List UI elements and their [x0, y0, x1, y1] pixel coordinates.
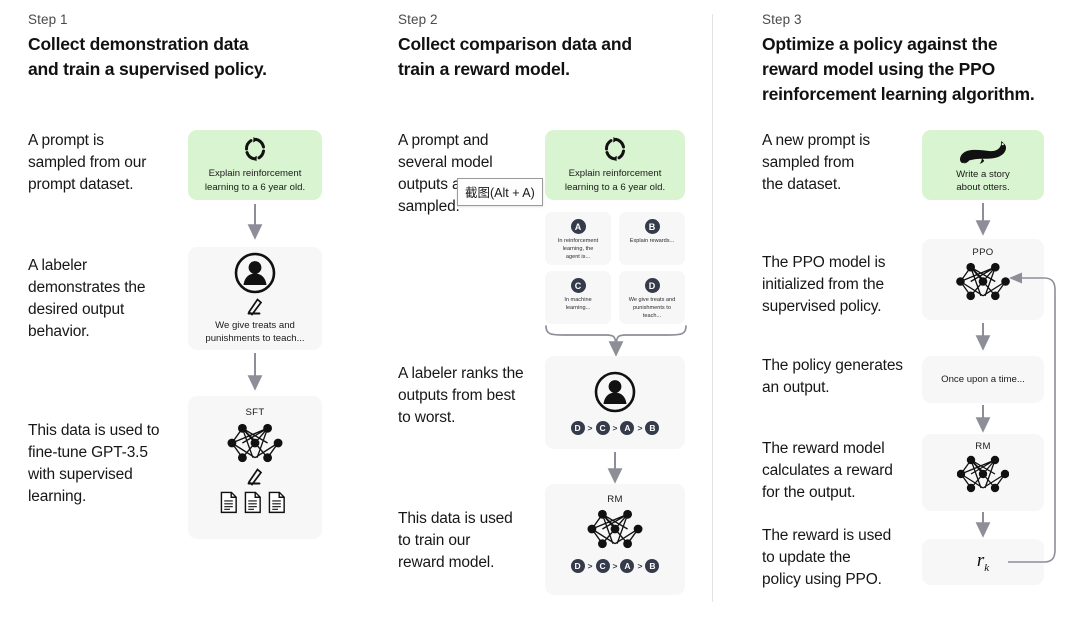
- arrow-down-2b: [607, 452, 623, 484]
- arrow-down-1b: [247, 353, 263, 391]
- screenshot-tooltip[interactable]: 截图(Alt + A): [457, 178, 543, 206]
- step-1-caption-3: This data is used to fine-tune GPT-3.5 w…: [28, 422, 160, 505]
- reward-symbol-letter: r: [976, 550, 985, 572]
- step-3-caption-2: The PPO model is initialized from the su…: [762, 254, 886, 315]
- arrow-down-1a: [247, 204, 263, 240]
- person-avatar-icon: [594, 371, 636, 412]
- step-2-title: Collect comparison data and train a rewa…: [398, 34, 632, 79]
- arrow-down-3d: [975, 512, 991, 538]
- step-3-column: Step 3 Optimize a policy against the rew…: [740, 0, 1080, 618]
- option-a-badge: A: [570, 219, 586, 234]
- step-1-label: Step 1: [28, 12, 68, 27]
- step-3-title: Optimize a policy against the reward mod…: [762, 34, 1035, 104]
- option-b-text: Explain rewards...: [629, 238, 675, 244]
- step-2-rm-card: RM D > C > A > B: [545, 484, 685, 595]
- arrow-down-3c: [975, 405, 991, 433]
- refresh-circular-icon: [244, 136, 265, 163]
- step-3-ppo-card: PPO: [922, 239, 1044, 320]
- step-2-option-d: D We give treats and punishments to teac…: [619, 271, 685, 324]
- rm-rank-badge-3: A: [620, 559, 635, 573]
- step-1-caption-2: A labeler demonstrates the desired outpu…: [28, 257, 146, 340]
- rm-rank-gt-1: >: [587, 561, 593, 571]
- rank-badge-1: D: [570, 420, 585, 435]
- step-2-option-c: C In machine learning...: [545, 271, 611, 324]
- step-2-prompt-text: Explain reinforcement learning to a 6 ye…: [564, 168, 666, 193]
- step-3-rm-title: RM: [975, 441, 991, 452]
- step-3-ppo-title: PPO: [972, 247, 994, 258]
- step-2-option-b: B Explain rewards...: [619, 212, 685, 265]
- step-3-rm-card: RM: [922, 434, 1044, 511]
- pencil-icon: [247, 468, 262, 486]
- step-3-prompt-text: Write a story about otters.: [956, 168, 1010, 193]
- arrow-down-3a: [975, 203, 991, 236]
- pencil-icon: [247, 298, 262, 316]
- rank-gt-1: >: [587, 422, 593, 433]
- step-2-label: Step 2: [398, 12, 438, 27]
- step-3-caption-1: A new prompt is sampled from the dataset…: [762, 132, 871, 193]
- option-b-badge: B: [644, 219, 660, 234]
- step-1-labeler-text: We give treats and punishments to teach.…: [205, 319, 305, 344]
- person-avatar-icon: [234, 252, 276, 294]
- rank-badge-4: B: [645, 420, 660, 435]
- reward-symbol: rk: [977, 550, 989, 574]
- step-1-sft-card: SFT: [188, 396, 322, 539]
- rm-rank-badge-1: D: [570, 559, 585, 573]
- step-1-caption-1: A prompt is sampled from our prompt data…: [28, 132, 147, 193]
- feedback-loop-arrow: [1008, 272, 1056, 563]
- step-2-caption-2: A labeler ranks the outputs from best to…: [398, 365, 524, 426]
- step-1-column: Step 1 Collect demonstration data and tr…: [0, 0, 360, 618]
- rank-badge-3: A: [620, 420, 635, 435]
- step-2-labeler-ranking: D > C > A > B: [570, 420, 660, 435]
- refresh-circular-icon: [604, 136, 625, 163]
- step-3-output-card: Once upon a time...: [922, 356, 1044, 403]
- column-divider: [712, 14, 713, 602]
- step-3-prompt-card: Write a story about otters.: [922, 130, 1044, 200]
- brace-converge-arrow: [545, 325, 687, 357]
- step-2-labeler-card: D > C > A > B: [545, 356, 685, 449]
- rank-badge-2: C: [595, 420, 610, 435]
- step-1-prompt-card: Explain reinforcement learning to a 6 ye…: [188, 130, 322, 200]
- rm-rank-gt-3: >: [637, 561, 643, 571]
- step-2-column: Step 2 Collect comparison data and train…: [370, 0, 712, 618]
- option-d-badge: D: [644, 278, 660, 293]
- option-a-text: In reinforcement learning, the agent is.…: [557, 238, 599, 260]
- rm-rank-gt-2: >: [612, 561, 618, 571]
- step-2-option-a: A In reinforcement learning, the agent i…: [545, 212, 611, 265]
- rank-gt-2: >: [612, 422, 618, 433]
- neural-network-icon: [227, 423, 283, 463]
- step-3-caption-5: The reward is used to update the policy …: [762, 527, 892, 588]
- arrow-down-3b: [975, 323, 991, 351]
- step-2-prompt-card: Explain reinforcement learning to a 6 ye…: [545, 130, 685, 200]
- step-2-rm-ranking: D > C > A > B: [570, 559, 660, 573]
- step-3-caption-3: The policy generates an output.: [762, 357, 903, 396]
- neural-network-icon: [587, 509, 643, 549]
- rm-rank-badge-4: B: [645, 559, 660, 573]
- rm-rank-badge-2: C: [595, 559, 610, 573]
- option-c-text: In machine learning...: [564, 297, 592, 311]
- documents-icon: [220, 491, 285, 514]
- step-1-sft-title: SFT: [245, 407, 265, 418]
- option-d-text: We give treats and punishments to teach.…: [628, 297, 676, 319]
- step-3-output-text: Once upon a time...: [941, 373, 1025, 385]
- step-3-label: Step 3: [762, 12, 802, 27]
- step-1-prompt-text: Explain reinforcement learning to a 6 ye…: [204, 168, 306, 193]
- step-2-caption-3: This data is used to train our reward mo…: [398, 510, 513, 571]
- otter-icon: [960, 140, 1006, 164]
- rank-gt-3: >: [637, 422, 643, 433]
- step-1-title: Collect demonstration data and train a s…: [28, 34, 267, 79]
- step-1-labeler-card: We give treats and punishments to teach.…: [188, 247, 322, 350]
- option-c-badge: C: [570, 278, 586, 293]
- reward-symbol-subscript: k: [984, 561, 990, 574]
- step-2-rm-title: RM: [607, 494, 623, 505]
- step-3-caption-4: The reward model calculates a reward for…: [762, 440, 893, 501]
